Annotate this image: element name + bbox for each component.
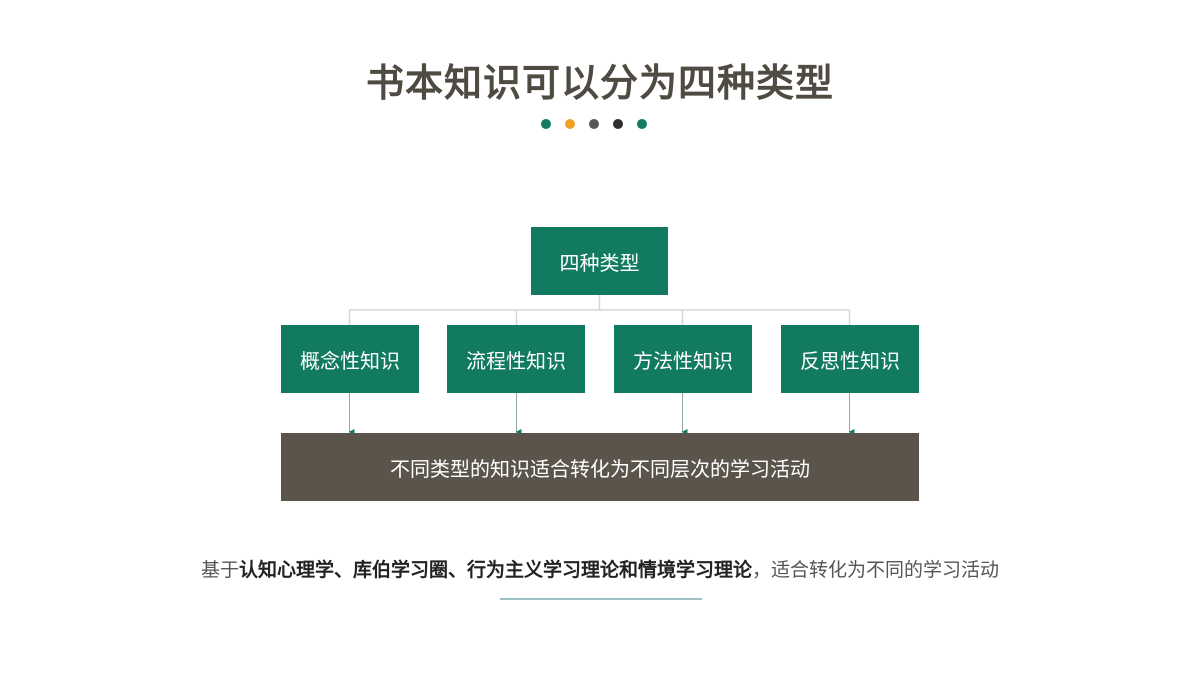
footnote-text: 基于认知心理学、库伯学习圈、行为主义学习理论和情境学习理论，适合转化为不同的学习…: [0, 555, 1200, 582]
node-method-knowledge: 方法性知识: [614, 325, 752, 393]
dot-5: [637, 119, 647, 129]
footnote-prefix: 基于: [200, 559, 239, 581]
decorative-dots: [541, 119, 647, 131]
dot-2: [565, 119, 575, 129]
footnote-theories: 认知心理学、库伯学习圈、行为主义学习理论和情境学习理论: [238, 559, 752, 581]
page-title: 书本知识可以分为四种类型: [365, 61, 834, 105]
node-conceptual-knowledge: 概念性知识: [281, 325, 419, 393]
result-banner: 不同类型的知识适合转化为不同层次的学习活动: [281, 433, 919, 501]
footnote-suffix: ，适合转化为不同的学习活动: [752, 559, 1000, 581]
footnote-underline: [500, 598, 702, 600]
dot-1: [541, 119, 551, 129]
node-procedural-knowledge: 流程性知识: [447, 325, 585, 393]
root-node: 四种类型: [531, 227, 668, 295]
dot-3: [589, 119, 599, 129]
node-reflective-knowledge: 反思性知识: [781, 325, 919, 393]
dot-4: [613, 119, 623, 129]
